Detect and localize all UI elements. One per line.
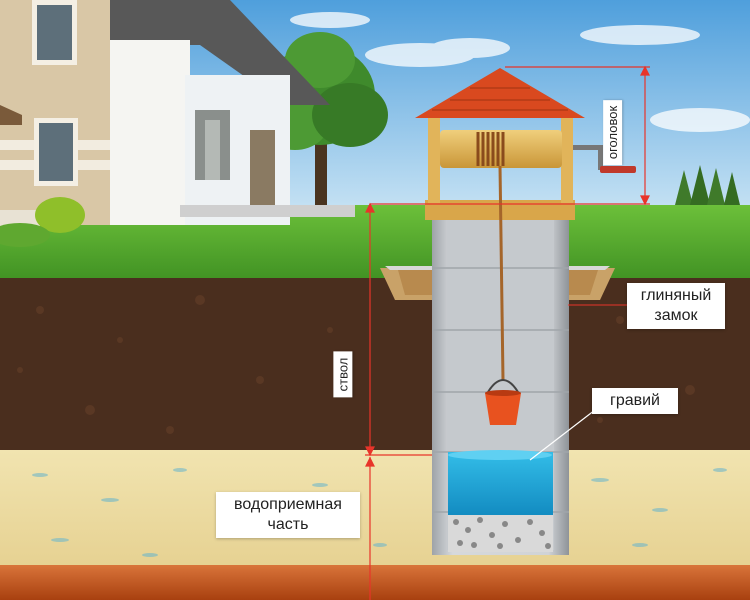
gravel-icon [448,515,553,552]
clay-lock-label: глиняный замок [627,283,725,329]
clay-bottom-layer [0,565,750,600]
rope-icon [498,165,505,381]
soil-layer [0,278,750,453]
windlass-drum-icon [440,130,562,168]
crank-handle-icon [600,166,636,173]
sand-layer [0,450,750,570]
gravel-label: гравий [592,388,678,414]
dimension-lines [365,65,650,600]
shaft-label: ствол [333,351,353,398]
intake-label: водоприемная часть [216,492,360,538]
bucket-icon [485,379,521,425]
soil-texture [17,295,723,434]
well-head-icon [415,68,636,220]
roof-icon [415,68,585,118]
house-icon [0,0,355,247]
clouds [290,12,750,132]
head-label: оголовок [603,99,623,166]
water-icon [448,450,553,522]
